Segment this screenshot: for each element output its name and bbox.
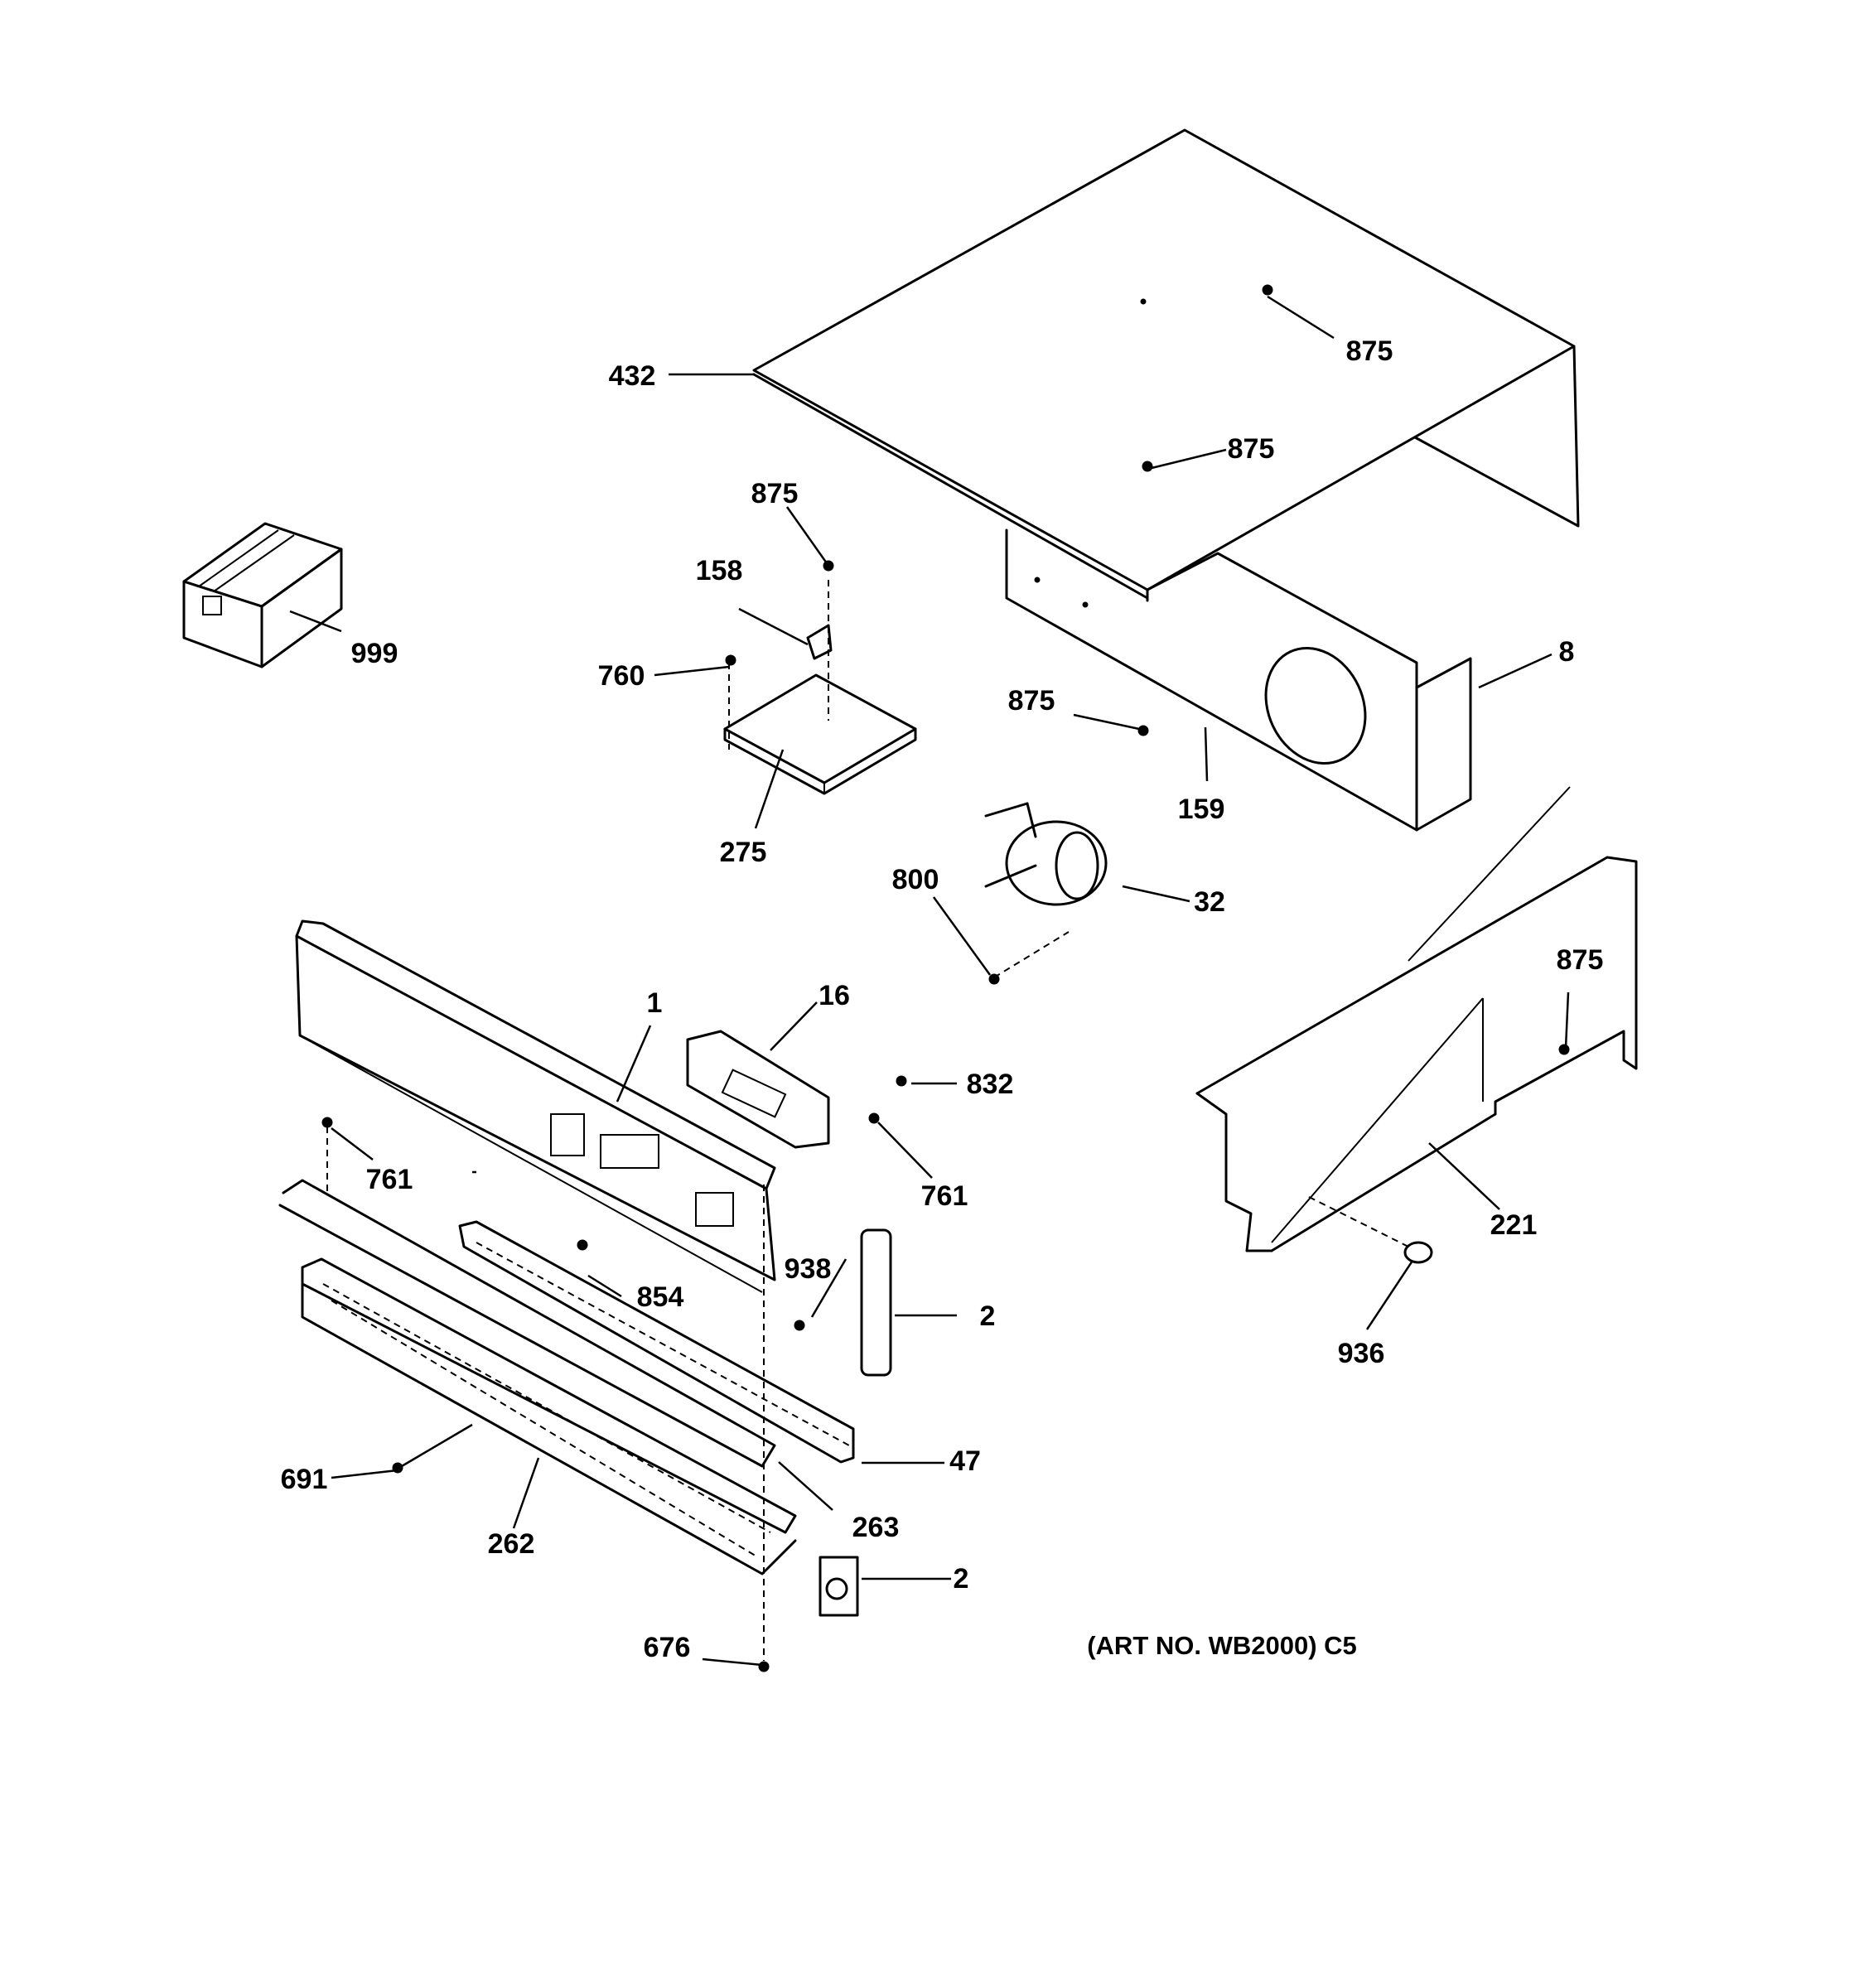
callout-761: 761: [366, 1164, 413, 1195]
baffle-part: [458, 1220, 855, 1464]
end-cap-part: [819, 1228, 892, 1617]
clip-part: [806, 580, 833, 721]
callout-47: 47: [949, 1445, 981, 1477]
callout-761: 761: [921, 1180, 968, 1212]
side-panel-part: [1195, 786, 1638, 1252]
callout-691: 691: [281, 1464, 328, 1495]
callout-8: 8: [1559, 636, 1575, 668]
callout-159: 159: [1178, 794, 1225, 825]
callout-16: 16: [819, 980, 850, 1011]
bracket-part: [723, 673, 917, 795]
screws: [321, 284, 1570, 1672]
callout-221: 221: [1490, 1209, 1538, 1241]
callout-676: 676: [644, 1632, 691, 1663]
callout-875: 875: [1228, 433, 1275, 465]
callout-854: 854: [637, 1281, 684, 1313]
callout-999: 999: [351, 638, 398, 669]
fan-housing-part: [1005, 528, 1472, 832]
callout-2: 2: [980, 1300, 996, 1332]
leader-lines: [289, 295, 1570, 1667]
callout-936: 936: [1338, 1338, 1385, 1369]
display-board-part: [686, 1030, 830, 1149]
callout-875: 875: [1008, 685, 1055, 717]
callout-263: 263: [852, 1512, 900, 1543]
callout-2: 2: [954, 1563, 969, 1595]
callout-832: 832: [967, 1069, 1014, 1100]
top-cover-part: [752, 128, 1580, 602]
control-panel-part: [295, 919, 776, 1293]
trim-and-vent-part: [278, 1179, 797, 1575]
parts-box: [182, 522, 343, 668]
art-number-caption: (ART NO. WB2000) C5: [1087, 1631, 1357, 1660]
callout-432: 432: [609, 360, 656, 392]
callout-275: 275: [720, 837, 767, 868]
callout-760: 760: [598, 660, 645, 692]
callout-1: 1: [647, 987, 663, 1019]
callout-800: 800: [892, 864, 939, 895]
callout-32: 32: [1194, 886, 1225, 918]
part-callouts: 432 875 875 875 158 760 275 999 8 875 15…: [281, 335, 1604, 1663]
callout-262: 262: [488, 1528, 535, 1560]
callout-938: 938: [785, 1253, 832, 1285]
callout-875: 875: [1557, 944, 1604, 976]
callout-875: 875: [1346, 335, 1393, 367]
callout-875: 875: [751, 478, 799, 509]
fan-motor-part: [984, 802, 1108, 978]
callout-158: 158: [696, 555, 743, 586]
knob-part: [1308, 1196, 1433, 1264]
